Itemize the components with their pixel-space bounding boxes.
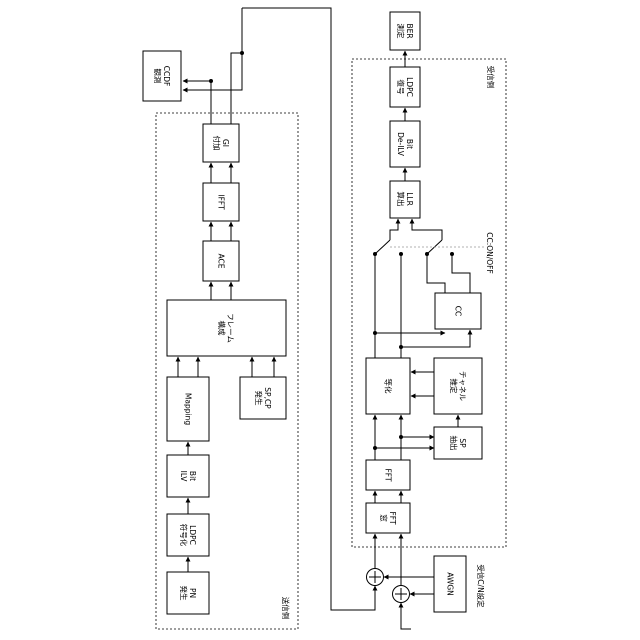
mapping-block: Mapping: [167, 377, 209, 441]
bit-deinterleave-block: BitDe-ILV: [390, 121, 420, 167]
ldpc-encode-block: LDPC符号化: [167, 514, 209, 556]
cn-setting-label: 受信C/N設定: [476, 564, 486, 608]
equalize-block: 等化: [366, 358, 410, 414]
ace-block: ACE: [203, 241, 239, 281]
adder-2: [393, 586, 410, 603]
adder-1: [367, 569, 384, 586]
svg-text:CCDF観測: CCDF観測: [153, 66, 171, 87]
ccdf-block: CCDF観測: [143, 51, 181, 101]
svg-text:IFFT: IFFT: [216, 194, 225, 210]
fft-window-block: FFT窓: [366, 503, 410, 533]
svg-text:LDPC符号化: LDPC符号化: [179, 524, 197, 547]
fft-block: FFT: [366, 460, 410, 490]
svg-text:BER測定: BER測定: [396, 23, 414, 39]
ber-block: BER測定: [390, 12, 420, 50]
svg-text:LDPC復号: LDPC復号: [396, 77, 414, 97]
svg-text:AWGN: AWGN: [445, 572, 454, 596]
sp-extract-block: SP抽出: [434, 427, 482, 459]
bit-interleave-block: BitILV: [167, 455, 209, 497]
svg-text:LLR算出: LLR算出: [396, 192, 414, 207]
channel-estimate-block: チャネル推定: [434, 358, 482, 414]
ldpc-decode-block: LDPC復号: [390, 67, 420, 107]
cc-switch-label: CC:ON/OFF: [485, 232, 494, 274]
sp-cp-block: SP,CP発生: [240, 377, 286, 419]
ifft-block: IFFT: [203, 183, 239, 221]
pn-block: PN発生: [167, 572, 209, 614]
svg-text:等化: 等化: [383, 379, 393, 394]
svg-text:BitILV: BitILV: [179, 471, 197, 483]
frame-block: フレーム構成: [167, 300, 286, 356]
gi-block: GI付加: [203, 124, 239, 162]
transmitter-label: 送信側: [281, 597, 291, 620]
svg-text:Mapping: Mapping: [183, 393, 192, 425]
llr-block: LLR算出: [390, 181, 420, 218]
awgn-block: AWGN: [434, 556, 466, 612]
receiver-label: 受信側: [486, 66, 496, 89]
svg-text:FFT: FFT: [383, 468, 392, 481]
svg-text:ACE: ACE: [216, 254, 225, 269]
svg-text:CC: CC: [453, 306, 462, 316]
cc-block: CC: [435, 293, 481, 329]
